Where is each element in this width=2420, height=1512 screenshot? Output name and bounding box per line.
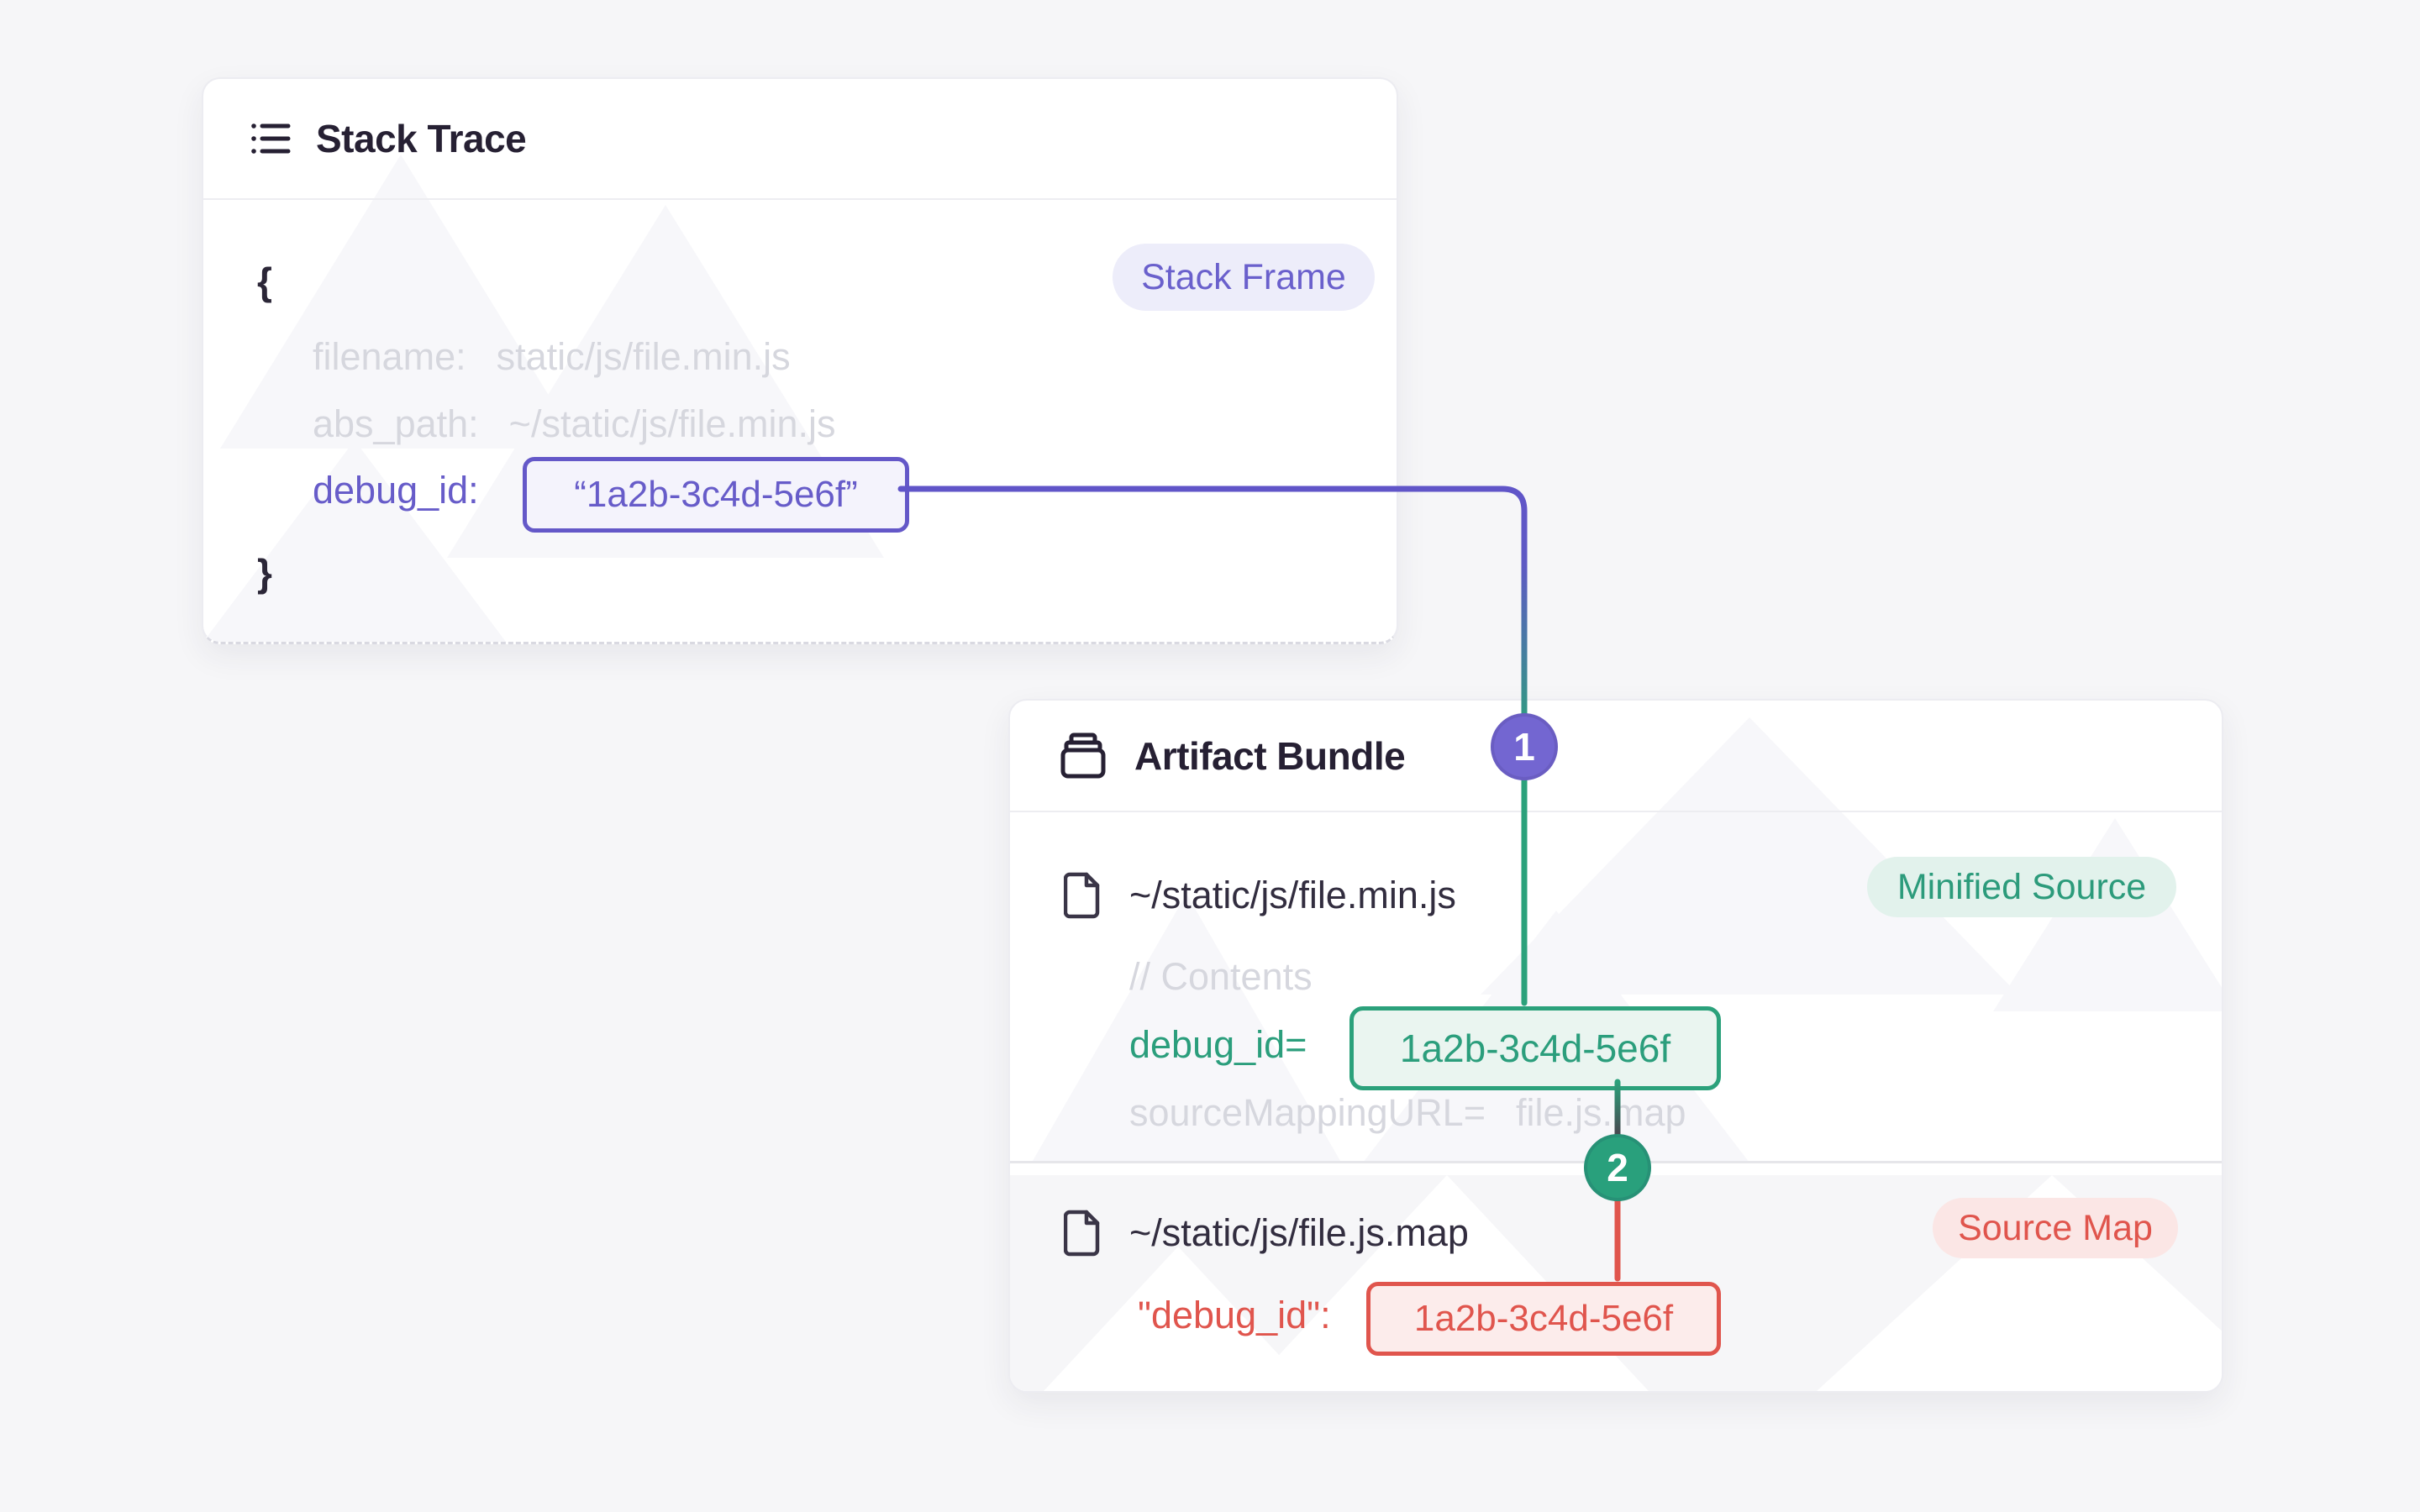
map-debug-id-line: "debug_id": [1138,1293,1331,1338]
step-2-marker: 2 [1584,1134,1651,1201]
map-debug-id-key: "debug_id": [1138,1294,1331,1336]
source-map-badge-label: Source Map [1958,1207,2153,1248]
archive-icon [1057,732,1109,780]
file-icon [1064,872,1101,919]
minified-file-path-text: ~/static/js/file.min.js [1129,874,1456,916]
contents-comment-text: // Contents [1129,955,1313,998]
stack-trace-title: Stack Trace [316,117,527,160]
bundle-debug-id-line: debug_id= [1129,1022,1307,1068]
abs-path-key: abs_path: [313,402,479,445]
open-brace: { [257,260,272,303]
minified-source-badge: Minified Source [1867,857,2176,917]
stack-trace-header: Stack Trace [203,79,1397,200]
step-1-marker: 1 [1491,713,1558,780]
source-mapping-url-key: sourceMappingURL= [1129,1091,1486,1134]
filename-value: static/js/file.min.js [496,335,791,378]
source-mapping-url-value: file.js.map [1515,1091,1686,1134]
source-map-file-path-text: ~/static/js/file.js.map [1129,1211,1469,1254]
step-2-number: 2 [1607,1146,1628,1189]
file-icon [1064,1210,1101,1257]
abs-path-line: abs_path: ~/static/js/file.min.js [313,402,836,447]
close-brace: } [257,551,272,595]
source-map-file-path: ~/static/js/file.js.map [1129,1210,1469,1256]
bundle-debug-id-key: debug_id= [1129,1023,1307,1066]
artifact-bundle-header: Artifact Bundle [1010,701,2222,812]
map-debug-id-value-box: 1a2b-3c4d-5e6f [1366,1282,1721,1356]
source-map-badge: Source Map [1933,1198,2178,1258]
contents-comment: // Contents [1129,954,1313,1000]
list-icon [250,120,291,157]
stack-frame-badge: Stack Frame [1113,244,1375,311]
debug-id-line: debug_id: [313,468,479,513]
bundle-debug-id-value-box: 1a2b-3c4d-5e6f [1349,1006,1721,1090]
filename-key: filename: [313,335,466,378]
map-debug-id-value: 1a2b-3c4d-5e6f [1413,1298,1674,1339]
source-mapping-url-line: sourceMappingURL= file.js.map [1129,1090,1686,1136]
artifact-bundle-card: Artifact Bundle ~/static/js/file.min.js … [1008,699,2223,1393]
stack-trace-card: Stack Trace Stack Frame { filename: stat… [202,77,1398,644]
stack-frame-badge-label: Stack Frame [1141,256,1346,297]
debug-id-key: debug_id: [313,469,479,512]
minified-file-path: ~/static/js/file.min.js [1129,873,1456,918]
bundle-debug-id-value: 1a2b-3c4d-5e6f [1399,1026,1671,1070]
filename-line: filename: static/js/file.min.js [313,334,791,380]
step-1-number: 1 [1513,725,1535,769]
minified-source-badge-label: Minified Source [1897,866,2147,907]
stack-debug-id-value-box: “1a2b-3c4d-5e6f” [523,457,909,533]
artifact-bundle-title: Artifact Bundle [1134,733,1406,778]
stack-debug-id-value: “1a2b-3c4d-5e6f” [574,474,858,515]
abs-path-value: ~/static/js/file.min.js [508,402,836,445]
